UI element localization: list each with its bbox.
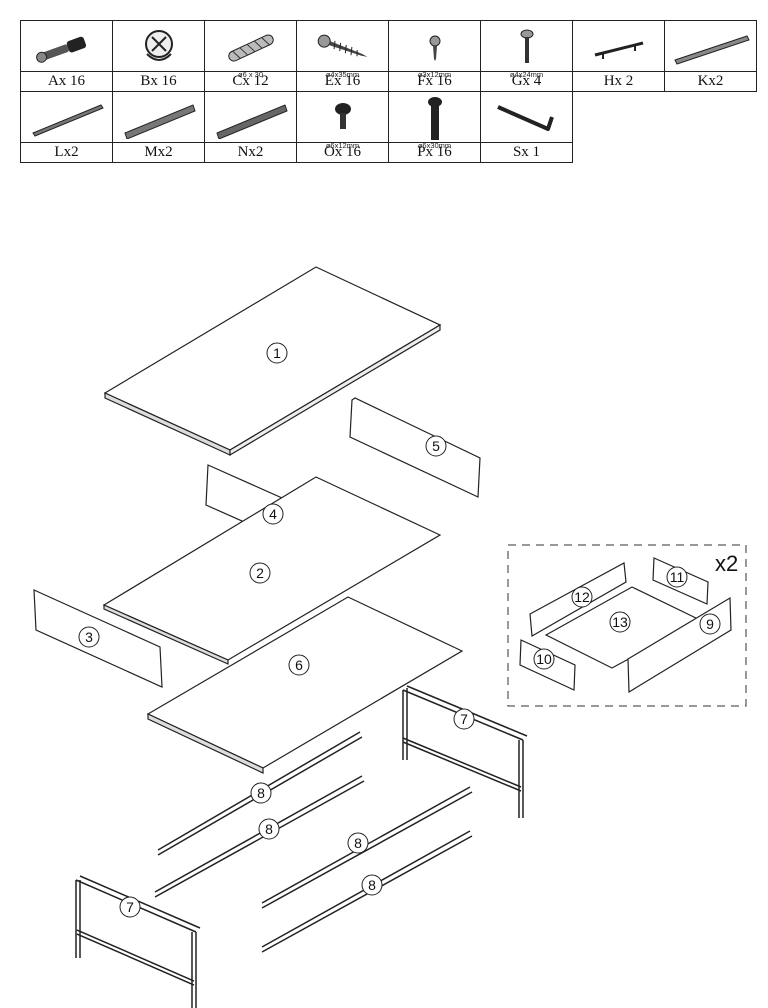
part-marker <box>361 874 383 896</box>
part-marker <box>699 613 721 635</box>
part-marker <box>453 708 475 730</box>
part-number: 1 <box>273 345 281 361</box>
hardware-cell-h: Hx 2 <box>572 20 665 92</box>
hex-bolt-short-icon <box>297 96 388 142</box>
part-marker <box>258 818 280 840</box>
short-screw-icon <box>389 25 480 71</box>
part-number: 13 <box>612 614 628 630</box>
hardware-cell-c: ø6 x 30 Cx 12 <box>204 20 297 92</box>
hardware-label: Ax 16 <box>21 71 112 91</box>
cam-lock-icon <box>113 25 204 71</box>
part-marker <box>249 562 271 584</box>
part-marker <box>250 782 272 804</box>
hardware-cell-e: ø4x35mm Ex 16 <box>296 20 389 92</box>
hardware-label: Sx 1 <box>481 142 572 162</box>
drawer-slide-icon <box>113 96 204 142</box>
support-rail <box>154 775 365 898</box>
hardware-cell-n: Nx2 <box>204 91 297 163</box>
hex-bolt-long-icon <box>389 96 480 142</box>
part-number: 11 <box>670 569 685 585</box>
hardware-label: Px 16 <box>389 142 480 162</box>
hardware-cell-p: ø6x30mm Px 16 <box>388 91 481 163</box>
hardware-cell-o: ø6x12mm Ox 16 <box>296 91 389 163</box>
wood-screw-icon <box>297 25 388 71</box>
hardware-label: Ex 16 <box>297 71 388 91</box>
drawer-slide-icon <box>665 25 756 71</box>
hardware-label: Lx2 <box>21 142 112 162</box>
hardware-cell-a: Ax 16 <box>20 20 113 92</box>
hardware-label: Fx 16 <box>389 71 480 91</box>
part-number: 8 <box>368 877 376 893</box>
hardware-label: Gx 4 <box>481 71 572 91</box>
hardware-label: Cx 12 <box>205 71 296 91</box>
hardware-label: Mx2 <box>113 142 204 162</box>
leg-frame <box>75 875 201 1008</box>
part-marker <box>262 503 284 525</box>
hardware-label: Ox 16 <box>297 142 388 162</box>
hardware-cell-k: Kx2 <box>664 20 757 92</box>
part-number: 5 <box>432 438 440 454</box>
bar-handle-icon <box>573 25 664 71</box>
part-number: 2 <box>256 565 264 581</box>
part-marker <box>347 832 369 854</box>
part-marker <box>571 586 593 608</box>
hardware-label: Bx 16 <box>113 71 204 91</box>
part-number: 4 <box>269 506 277 522</box>
hardware-cell-s: Sx 1 <box>480 91 573 163</box>
drawer-slide-icon <box>21 96 112 142</box>
part-marker <box>609 611 631 633</box>
part-number: 3 <box>85 629 93 645</box>
hardware-table: Ax 16 Bx 16 ø6 x 30 Cx 12 ø4x35mm Ex 16 … <box>20 20 757 163</box>
part-number: 9 <box>706 616 714 632</box>
part-number: 8 <box>354 835 362 851</box>
part-number: 7 <box>460 711 468 727</box>
wood-dowel-icon <box>205 25 296 71</box>
hardware-label: Nx2 <box>205 142 296 162</box>
part-number: 12 <box>574 589 590 605</box>
allen-key-icon <box>481 96 572 142</box>
part-marker <box>533 648 555 670</box>
part-number: 8 <box>257 785 265 801</box>
part-number: 7 <box>126 899 134 915</box>
machine-screw-icon <box>481 25 572 71</box>
hardware-cell-l: Lx2 <box>20 91 113 163</box>
hardware-label: Kx2 <box>665 71 756 91</box>
cam-bolt-icon <box>21 25 112 71</box>
hardware-label: Hx 2 <box>573 71 664 91</box>
part-marker <box>666 566 688 588</box>
part-marker <box>288 654 310 676</box>
back-rail-panel <box>349 397 481 498</box>
part-marker <box>425 435 447 457</box>
part-marker <box>266 342 288 364</box>
drawer-slide-icon <box>205 96 296 142</box>
hardware-cell-m: Mx2 <box>112 91 205 163</box>
hardware-cell-f: ø3x12mm Fx 16 <box>388 20 481 92</box>
drawer-detail-box <box>507 544 747 707</box>
part-number: 8 <box>265 821 273 837</box>
part-marker <box>78 626 100 648</box>
part-number: 6 <box>295 657 303 673</box>
part-marker <box>119 896 141 918</box>
part-number: 10 <box>536 651 552 667</box>
drawer-quantity-label: x2 <box>715 551 739 576</box>
